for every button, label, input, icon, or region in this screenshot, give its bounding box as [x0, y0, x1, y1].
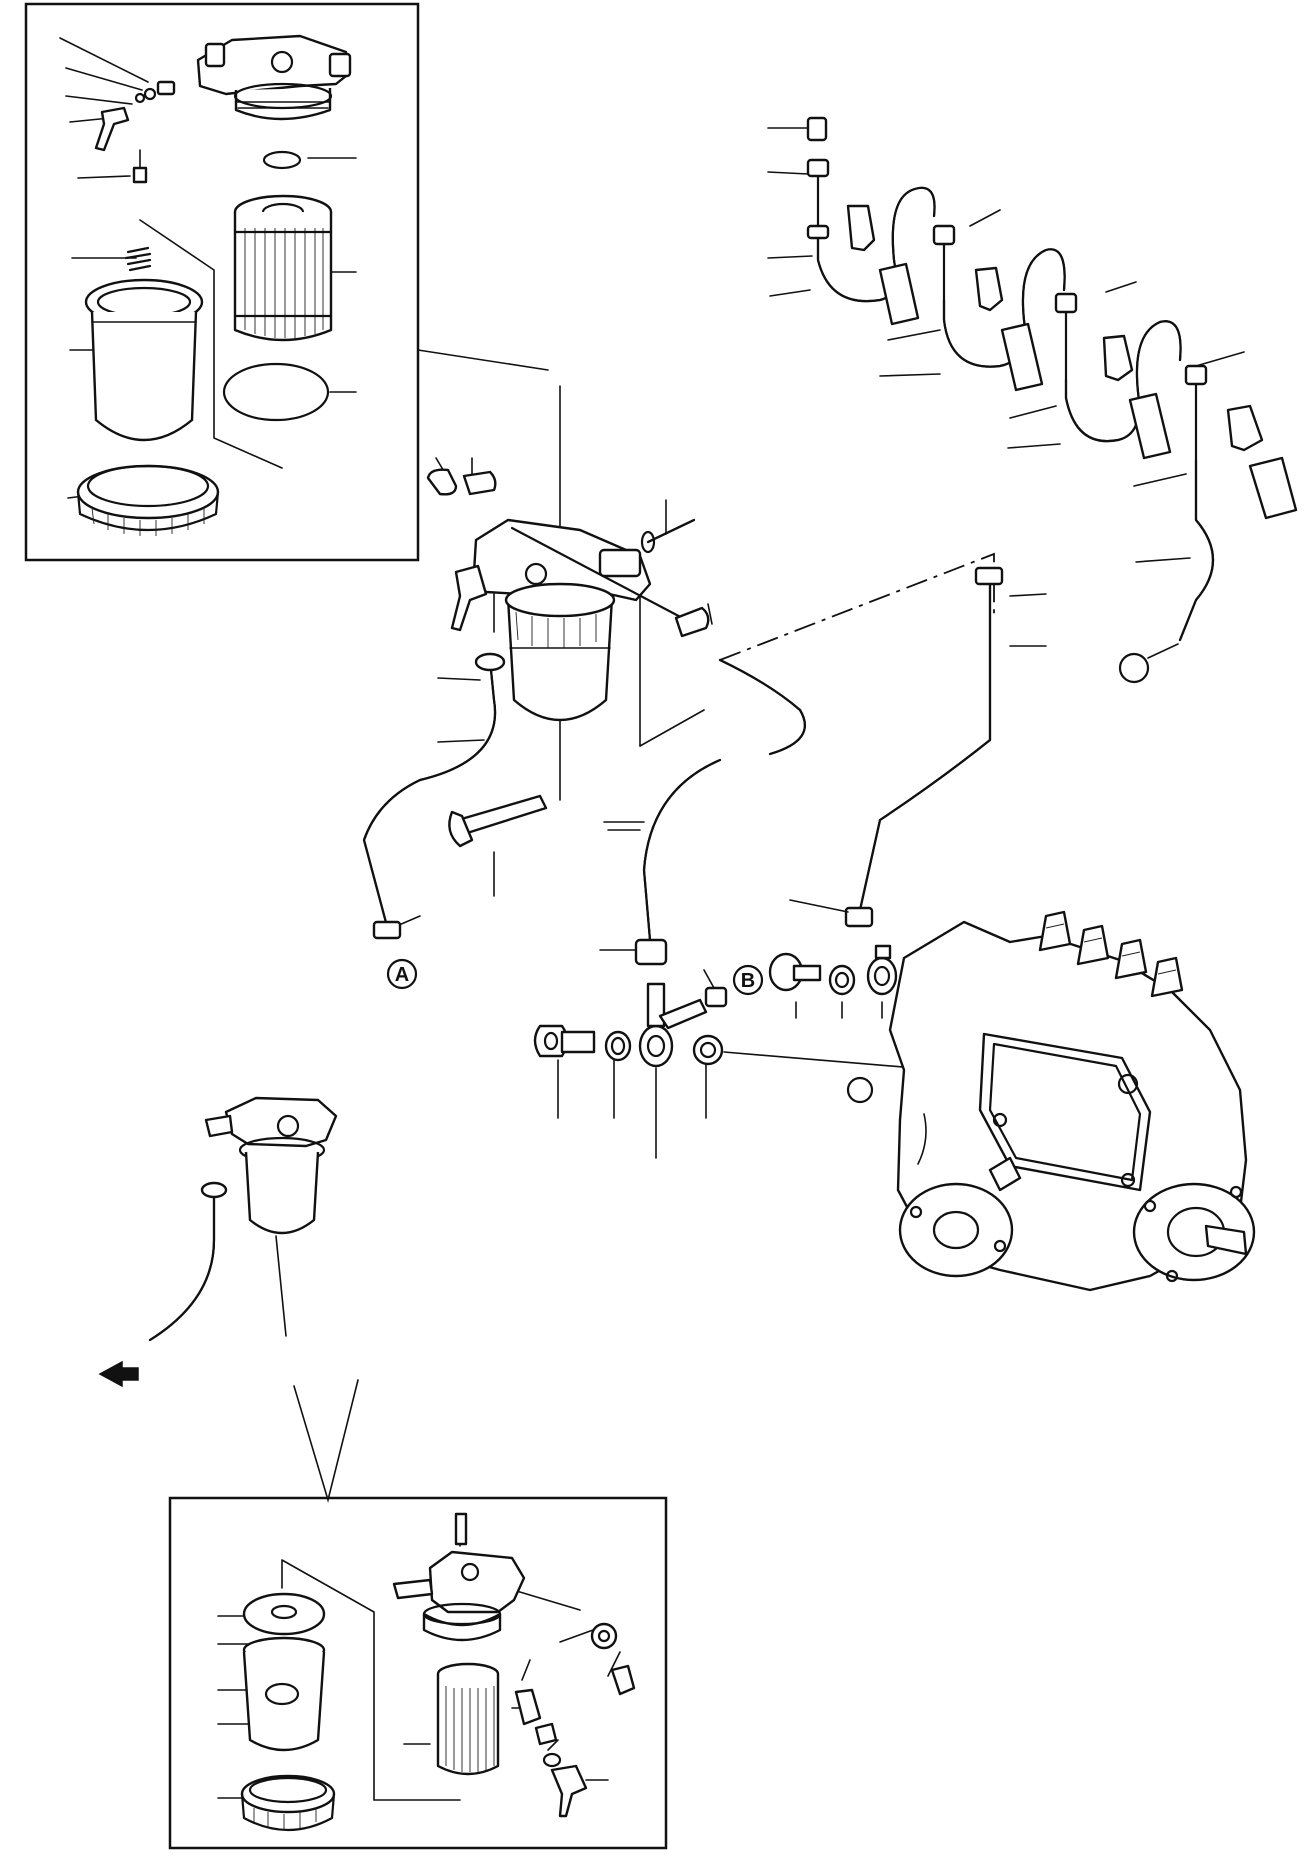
filter-head-bottom — [428, 1550, 526, 1614]
drain-cock-bottom — [550, 1764, 588, 1818]
filter-element-bottom — [436, 1662, 500, 1776]
inset-pointer-top — [139, 219, 549, 469]
injector-3 — [1102, 334, 1172, 460]
injector-2 — [974, 266, 1044, 392]
filter-bowl-top — [84, 278, 204, 442]
filter-head-top — [196, 34, 352, 121]
callout-circle-pump — [846, 1076, 874, 1104]
filter-element-top — [233, 194, 333, 342]
routing-centerline — [719, 552, 995, 661]
check-valve — [704, 986, 728, 1008]
plug-cap-main — [426, 468, 458, 496]
banjo-bolt-upper — [768, 952, 822, 992]
sealing-washer-3 — [828, 964, 856, 996]
leakoff-union-4 — [1184, 364, 1208, 386]
retaining-ring-top — [76, 464, 220, 536]
fittings-row: B — [533, 944, 1131, 1159]
leader-lines-main-filter — [391, 457, 713, 929]
callout-circle-return — [1118, 652, 1150, 684]
fuel-flow-arrow-icon — [98, 1360, 139, 1388]
hose-return-right — [844, 566, 1004, 928]
injector-4 — [1226, 404, 1298, 520]
spring-top — [124, 246, 152, 272]
hose-clamp-main-2 — [674, 606, 710, 638]
o-ring-small-top — [262, 150, 302, 170]
delivery-valves — [1038, 910, 1184, 998]
pump-drive-flange — [1132, 1182, 1256, 1283]
inset-frame-bottom — [168, 1496, 668, 1850]
hose-clamp-main-1 — [462, 470, 497, 496]
filter-bowl-bottom — [242, 1636, 326, 1752]
vent-screw-bottom — [610, 1664, 636, 1696]
leader-lines-leakoff — [767, 127, 1245, 659]
banjo-fitting-lower — [638, 982, 708, 1068]
banjo-bolt-main — [448, 794, 548, 848]
leakoff-pipe-assembly — [767, 116, 1298, 684]
retaining-ring-bottom — [240, 1774, 336, 1832]
cover-disc-bottom — [242, 1592, 326, 1636]
plug-bottom — [514, 1688, 542, 1726]
leakoff-union-3 — [1054, 292, 1078, 314]
hose-inlet-left — [362, 652, 506, 940]
inset-filter-assembly-top — [24, 2, 549, 562]
inset-pointer-bottom — [293, 1379, 359, 1504]
injection-pump — [846, 910, 1256, 1292]
callout-label-b: B — [741, 970, 755, 992]
leakoff-cap — [806, 116, 828, 142]
fitting-nut-bottom — [590, 1622, 618, 1650]
bleeder-parts-top — [94, 80, 176, 184]
sealing-washer-1 — [604, 1030, 632, 1062]
injector-1 — [846, 204, 920, 326]
banjo-fitting-upper — [866, 944, 898, 996]
pump-side-cover — [978, 1032, 1152, 1192]
callout-circle-a — [386, 958, 418, 990]
inset-frame-top — [24, 2, 420, 562]
o-ring-large-top — [222, 362, 330, 422]
leakoff-union-2 — [932, 224, 956, 246]
auxiliary-fuel-filter — [98, 1096, 359, 1504]
banjo-bolt-lower — [533, 1024, 596, 1058]
main-fuel-filter: A — [362, 385, 713, 990]
leakoff-union-1 — [806, 158, 830, 178]
callout-circle-b — [732, 964, 764, 996]
sealing-washer-2 — [692, 1034, 724, 1066]
leader-lines-hoses — [599, 593, 1047, 951]
hose-short-top — [640, 518, 696, 554]
hose-supply-middle — [634, 658, 806, 966]
pump-governor — [898, 1156, 1022, 1278]
inset-filter-assembly-bottom — [168, 1496, 668, 1850]
callout-label-a: A — [395, 964, 409, 986]
hoses-to-pump — [599, 552, 1047, 966]
